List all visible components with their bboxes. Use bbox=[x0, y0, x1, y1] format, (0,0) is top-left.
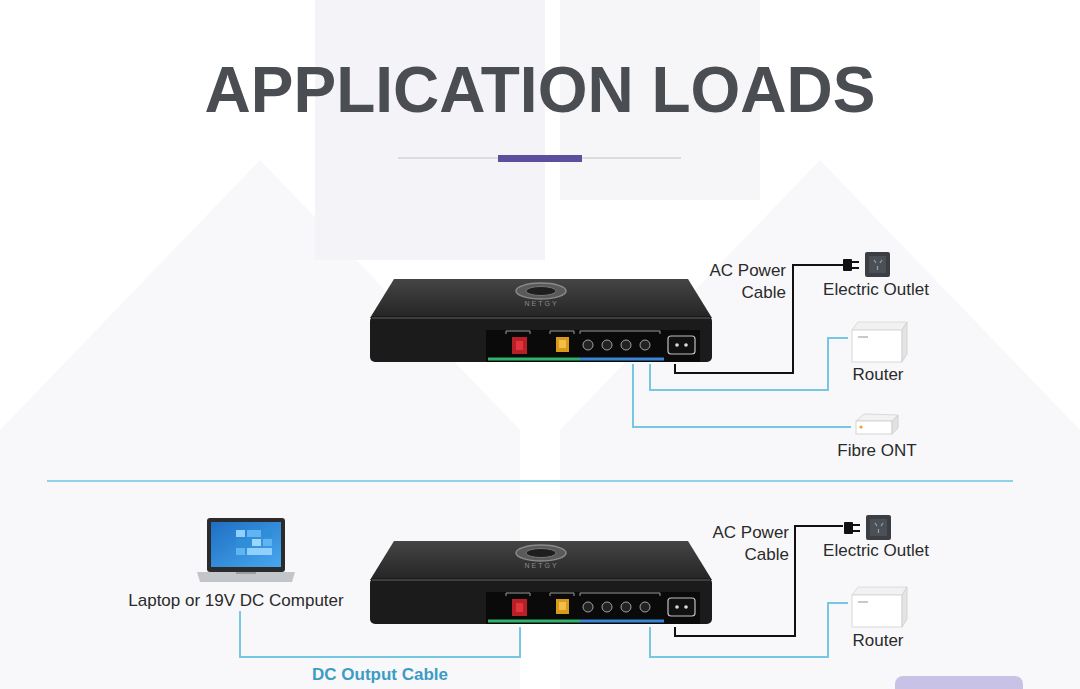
ac-power-cable bbox=[675, 265, 843, 373]
section-divider bbox=[47, 480, 1013, 482]
network-cable bbox=[650, 338, 848, 390]
node-label: Laptop or 19V DC Computer bbox=[75, 591, 397, 611]
network-cable bbox=[650, 603, 848, 657]
edge-label: AC Power Cable bbox=[700, 260, 786, 304]
node-label: Fibre ONT bbox=[806, 441, 948, 461]
ups-device-drawing bbox=[370, 541, 712, 624]
node-label: Electric Outlet bbox=[798, 280, 954, 300]
ups-device-drawing bbox=[370, 279, 712, 362]
background-band bbox=[315, 0, 545, 260]
title-accent bbox=[498, 155, 582, 162]
node-label: Router bbox=[803, 365, 953, 385]
laptop: Laptop or 19V DC Computer bbox=[120, 515, 352, 611]
brand-mark: NETGY bbox=[370, 562, 713, 570]
electric-outlet: Electric Outlet bbox=[843, 513, 909, 561]
router-icon bbox=[852, 322, 907, 362]
ups-device: NETGY bbox=[370, 276, 713, 364]
fibre-ont: Fibre ONT bbox=[851, 412, 903, 461]
edge-label: DC Output Cable bbox=[280, 664, 480, 686]
ont-icon bbox=[856, 414, 898, 434]
router: Router bbox=[848, 585, 908, 651]
router: Router bbox=[848, 320, 908, 385]
outlet-icon bbox=[843, 252, 890, 277]
outlet-icon bbox=[844, 515, 891, 540]
network-cable bbox=[633, 364, 851, 427]
brand-mark: NETGY bbox=[370, 300, 713, 308]
diagram-title: APPLICATION LOADS bbox=[0, 58, 1080, 122]
ac-power-cable bbox=[675, 526, 843, 636]
edge-label: AC Power Cable bbox=[703, 522, 789, 566]
router-icon bbox=[852, 587, 907, 627]
laptop-icon bbox=[197, 518, 295, 582]
corner-tab bbox=[895, 676, 1023, 689]
electric-outlet: Electric Outlet bbox=[843, 250, 909, 300]
dc-output-cable bbox=[240, 611, 520, 657]
node-label: Router bbox=[803, 631, 953, 651]
ups-device: NETGY bbox=[370, 538, 713, 627]
node-label: Electric Outlet bbox=[798, 541, 954, 561]
